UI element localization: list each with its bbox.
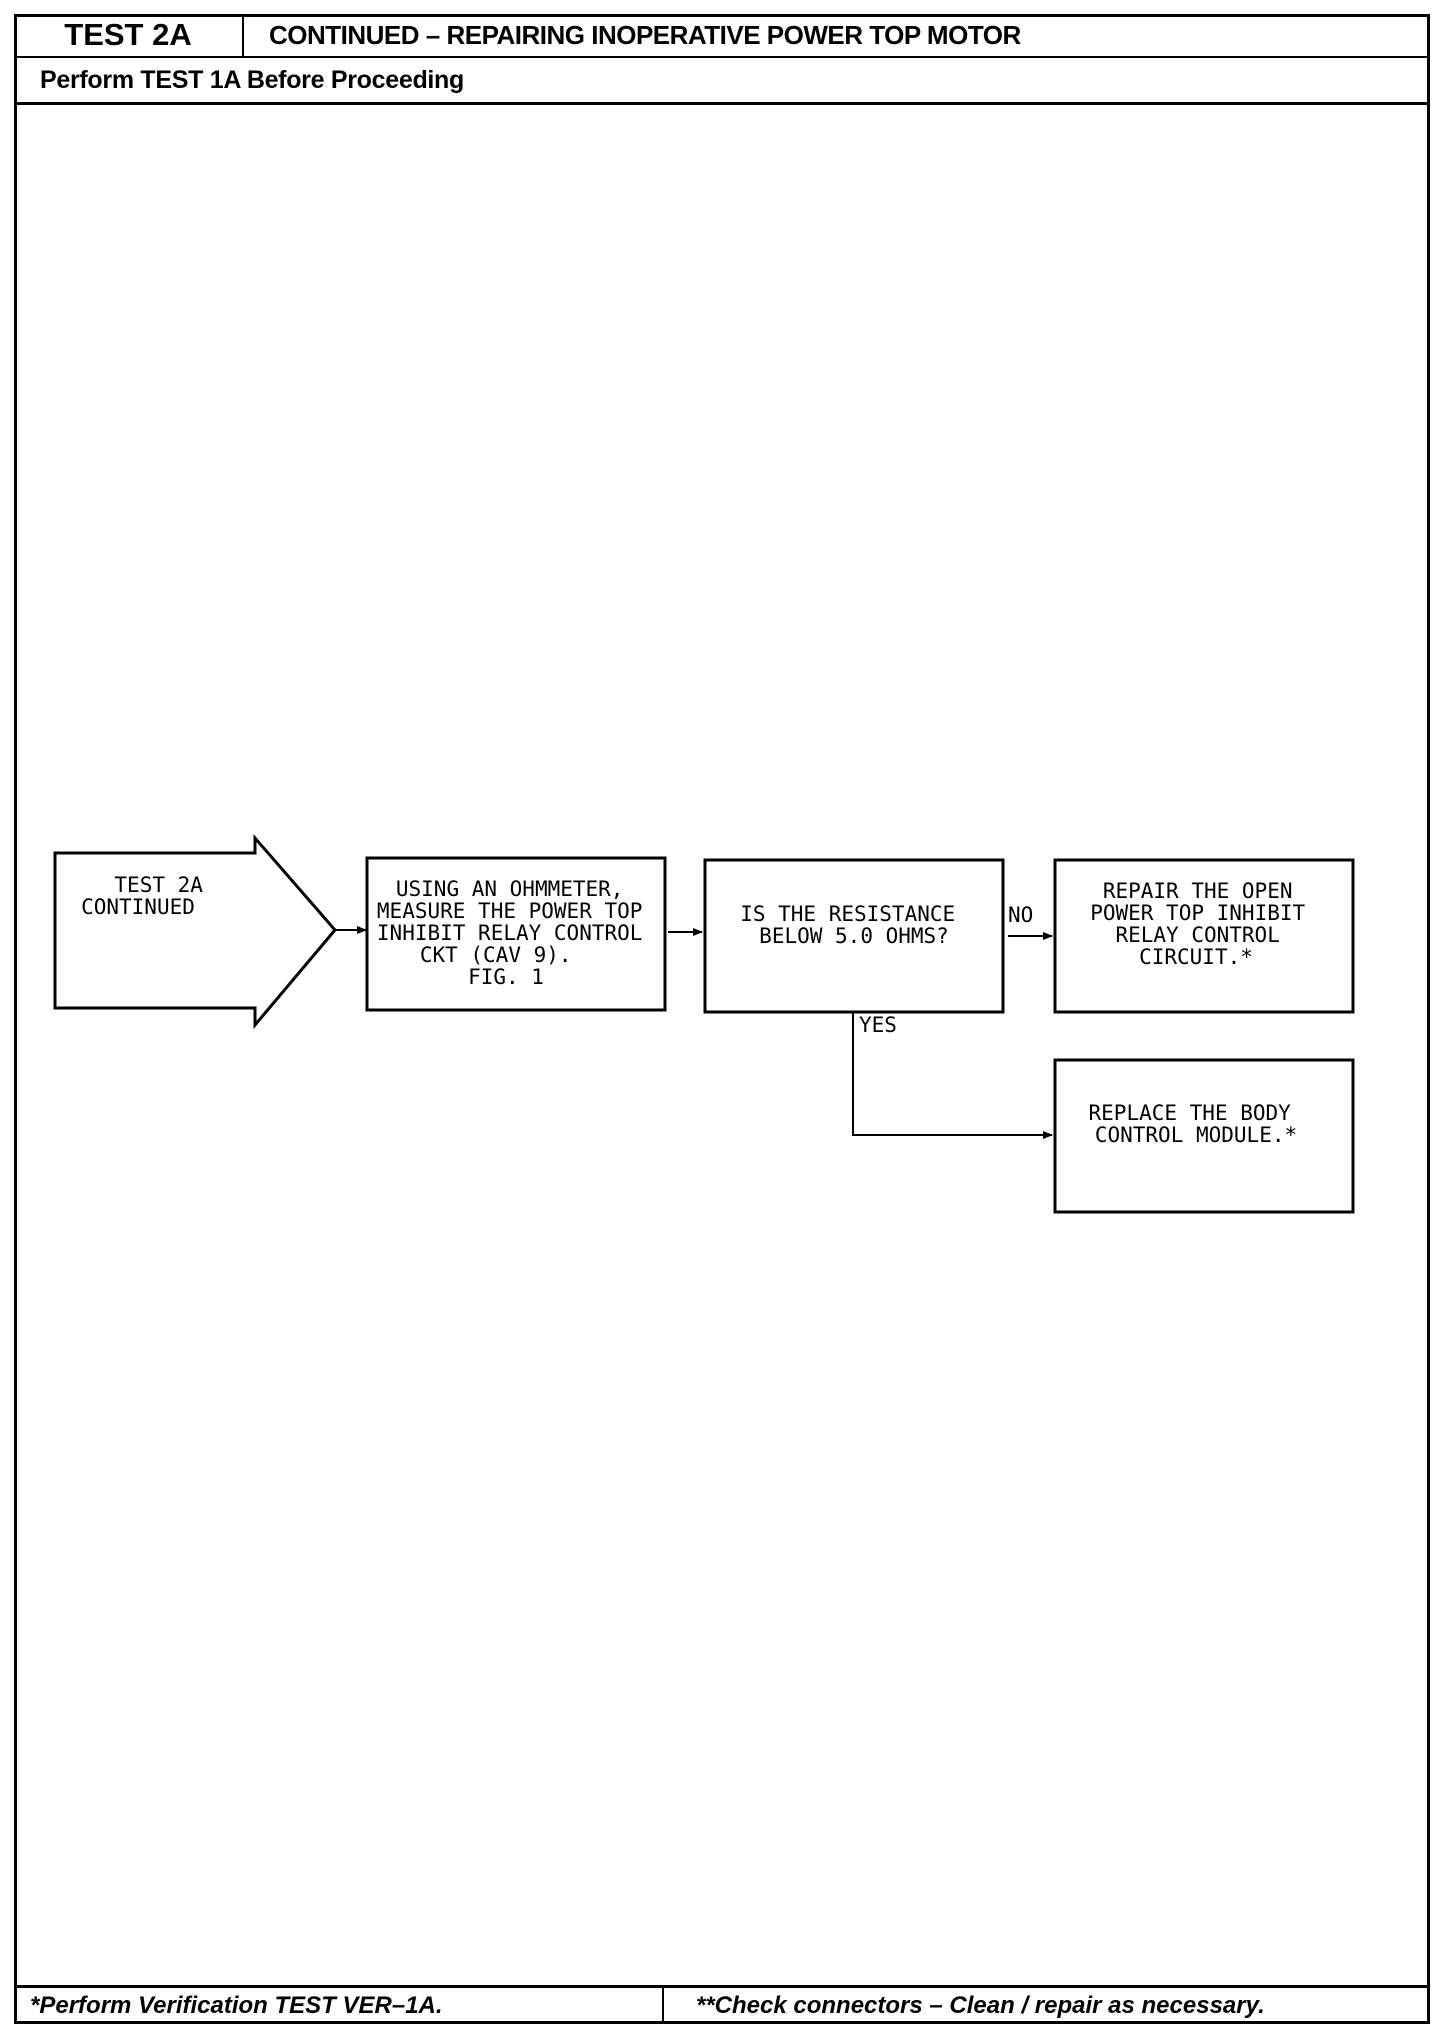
prerequisite-text: Perform TEST 1A Before Proceeding xyxy=(40,66,464,94)
no-label: NO xyxy=(1008,903,1033,927)
header-row: TEST 2A CONTINUED – REPAIRING INOPERATIV… xyxy=(14,14,1430,58)
page-title: CONTINUED – REPAIRING INOPERATIVE POWER … xyxy=(269,20,1021,50)
arrow-yes-branch xyxy=(852,1013,1053,1139)
start-arrow-shape xyxy=(53,833,337,1030)
measure-step-text: USING AN OHMMETER, MEASURE THE POWER TOP… xyxy=(377,877,655,989)
test-id: TEST 2A xyxy=(14,14,244,56)
yes-label: YES xyxy=(859,1013,897,1037)
measure-step-box xyxy=(365,856,667,1012)
decision-box xyxy=(703,858,1005,1014)
prerequisite-row: Perform TEST 1A Before Proceeding xyxy=(14,58,1430,105)
start-label: TEST 2A CONTINUED xyxy=(81,873,215,919)
replace-result-text: REPLACE THE BODY CONTROL MODULE.* xyxy=(1089,1101,1304,1147)
connector-note: **Check connectors – Clean / repair as n… xyxy=(696,1992,1265,2019)
decision-text: IS THE RESISTANCE BELOW 5.0 OHMS? xyxy=(740,902,968,948)
repair-result-box xyxy=(1053,858,1355,1014)
footer-left-cell: *Perform Verification TEST VER–1A. xyxy=(14,1988,664,2024)
verification-note: *Perform Verification TEST VER–1A. xyxy=(30,1992,443,2019)
footer-row: *Perform Verification TEST VER–1A. **Che… xyxy=(14,1985,1430,2024)
replace-result-box xyxy=(1053,1058,1355,1214)
page-frame xyxy=(14,14,1430,2024)
repair-result-text: REPAIR THE OPEN POWER TOP INHIBIT RELAY … xyxy=(1090,879,1318,969)
